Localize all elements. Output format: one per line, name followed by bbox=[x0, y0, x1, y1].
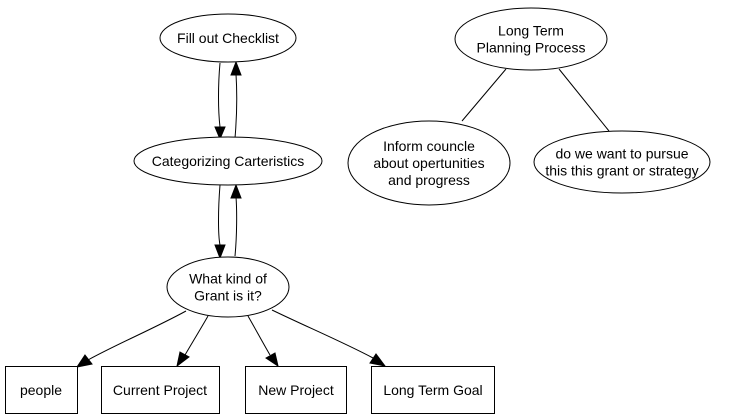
edge-planning-to-inform bbox=[461, 68, 507, 122]
node-label-line: people bbox=[20, 382, 62, 398]
edge-categorizing-to-checklist bbox=[234, 73, 238, 139]
edge-grant-to-categorizing bbox=[234, 196, 238, 257]
arrowhead-icon bbox=[369, 353, 387, 367]
node-label: Categorizing Carteristics bbox=[152, 153, 305, 169]
arrowhead-icon bbox=[176, 351, 190, 368]
edge-grant-to-people bbox=[87, 310, 187, 361]
node-label-line: Long Term Goal bbox=[383, 382, 482, 398]
arrowhead-icon bbox=[230, 60, 242, 76]
node-label-line: Grant is it? bbox=[194, 288, 262, 304]
edge-grant-to-new-project bbox=[247, 315, 271, 356]
node-label-line: New Project bbox=[258, 382, 334, 398]
node-label: Fill out Checklist bbox=[177, 30, 279, 46]
node-people: people bbox=[5, 366, 78, 414]
edge-checklist-to-categorizing bbox=[218, 62, 221, 128]
arrowhead-icon bbox=[75, 354, 93, 368]
node-label-line: Categorizing Carteristics bbox=[152, 153, 305, 169]
node-categorizing-carteristics: Categorizing Carteristics bbox=[133, 136, 323, 186]
node-label-line: and progress bbox=[388, 172, 470, 188]
node-long-term-goal: Long Term Goal bbox=[371, 366, 495, 414]
node-label-line: What kind of bbox=[189, 271, 267, 287]
node-label-line: this this grant or strategy bbox=[545, 163, 698, 179]
node-label: Current Project bbox=[113, 382, 207, 398]
node-label: people bbox=[20, 382, 62, 398]
node-label-line: Planning Process bbox=[477, 40, 586, 56]
node-label-line: Current Project bbox=[113, 382, 207, 398]
arrowhead-icon bbox=[230, 183, 242, 199]
arrowhead-icon bbox=[265, 352, 279, 368]
node-label-line: Long Term bbox=[498, 23, 564, 39]
edge-grant-to-long-term-goal bbox=[271, 309, 374, 359]
arrowhead-icon bbox=[214, 126, 226, 141]
node-label: New Project bbox=[258, 382, 334, 398]
node-label: Long Term Goal bbox=[383, 382, 482, 398]
node-label-line: about opertunities bbox=[373, 155, 484, 171]
node-label-line: Inform councle bbox=[383, 138, 475, 154]
edge-grant-to-current-project bbox=[184, 315, 209, 356]
edge-categorizing-to-grant bbox=[218, 184, 221, 246]
node-label-line: do we want to pursue bbox=[555, 146, 688, 162]
node-fill-out-checklist: Fill out Checklist bbox=[159, 13, 297, 63]
edge-planning-to-pursue bbox=[558, 68, 610, 132]
node-current-project: Current Project bbox=[101, 366, 220, 414]
node-label-line: Fill out Checklist bbox=[177, 30, 279, 46]
node-new-project: New Project bbox=[245, 366, 347, 414]
arrowhead-icon bbox=[214, 244, 226, 260]
edges bbox=[75, 60, 610, 368]
